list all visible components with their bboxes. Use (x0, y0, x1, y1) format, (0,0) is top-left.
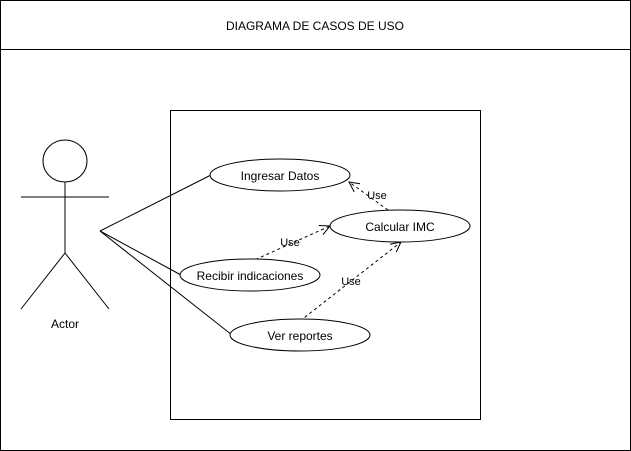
use-case-ver-reportes-label: Ver reportes (267, 329, 332, 343)
actor-label: Actor (51, 317, 79, 331)
use-case-recibir-indicaciones[interactable]: Recibir indicaciones (179, 258, 321, 292)
association-ver-reportes (99, 230, 233, 336)
use-case-calcular-imc[interactable]: Calcular IMC (329, 209, 471, 243)
use-case-recibir-indicaciones-label: Recibir indicaciones (197, 269, 304, 283)
diagram-title: DIAGRAMA DE CASOS DE USO (226, 19, 404, 33)
dependency-recibir-to-calcular (249, 226, 330, 263)
use-case-calcular-imc-label: Calcular IMC (365, 220, 435, 234)
use-case-ingresar-datos[interactable]: Ingresar Datos (209, 158, 351, 192)
use-case-ver-reportes[interactable]: Ver reportes (229, 318, 371, 352)
actor-right-leg (64, 252, 110, 310)
label-use-recibir-calcular: Use (280, 237, 300, 249)
actor-figure (20, 139, 110, 310)
label-use-calcular-ingresar: Use (367, 190, 387, 202)
label-use-reportes-calcular: Use (341, 276, 361, 288)
association-ingresar-datos (99, 174, 212, 232)
actor-left-leg (20, 252, 66, 310)
use-case-ingresar-datos-label: Ingresar Datos (241, 169, 320, 183)
system-boundary (170, 110, 481, 420)
dependency-calcular-to-ingresar (349, 182, 389, 211)
association-recibir-indicaciones (99, 230, 182, 276)
actor-head (42, 139, 88, 183)
